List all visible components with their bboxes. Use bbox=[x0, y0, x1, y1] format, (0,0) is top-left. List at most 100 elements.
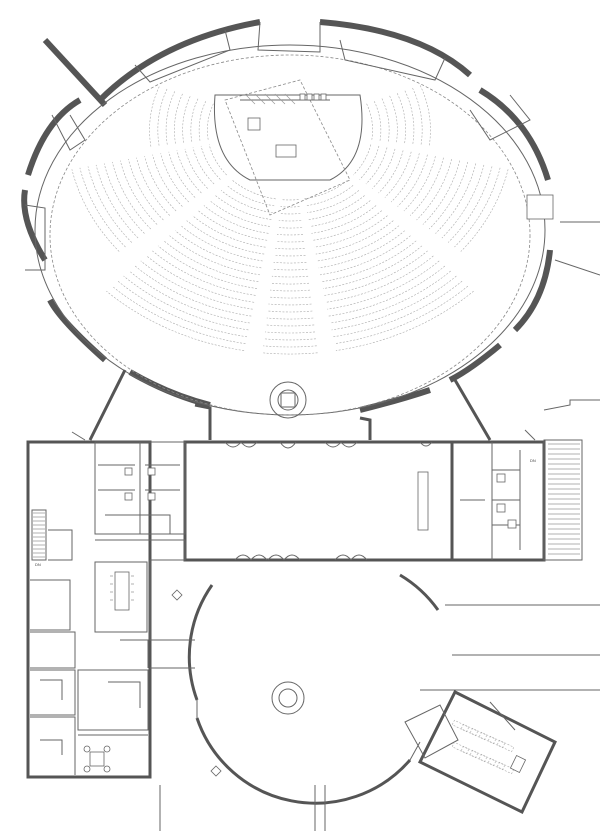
pew-row bbox=[304, 180, 348, 200]
pew-row bbox=[454, 167, 501, 248]
baptismal-font bbox=[269, 381, 307, 419]
pew-row bbox=[365, 147, 388, 185]
pew-row bbox=[327, 260, 440, 310]
pew-row bbox=[335, 290, 474, 351]
chapel-pew bbox=[487, 757, 506, 771]
perimeter-rooms bbox=[24, 21, 554, 271]
left-stair: DN bbox=[31, 509, 47, 567]
pew-row bbox=[265, 324, 315, 327]
pew-row bbox=[268, 303, 312, 306]
pew-row bbox=[270, 282, 310, 285]
pew-row bbox=[186, 220, 265, 255]
pew-row bbox=[174, 93, 184, 144]
pew-row bbox=[180, 225, 263, 262]
pew-row bbox=[305, 185, 354, 207]
pew-row bbox=[190, 98, 199, 142]
pew-row bbox=[372, 148, 396, 189]
pew-row bbox=[317, 225, 400, 262]
pew-row bbox=[318, 230, 405, 269]
pew-row bbox=[308, 195, 365, 220]
pew-row bbox=[112, 161, 152, 230]
pew-row bbox=[378, 150, 404, 194]
pew-row bbox=[277, 227, 303, 229]
pew-row bbox=[144, 156, 177, 212]
chapel-pews bbox=[451, 719, 515, 775]
chapel bbox=[404, 689, 557, 815]
pew-row bbox=[123, 275, 249, 331]
pew-row bbox=[353, 144, 372, 176]
pew-row bbox=[332, 280, 463, 338]
pew-row bbox=[111, 285, 246, 344]
stair-label-right: DN bbox=[530, 458, 536, 463]
pew-row bbox=[149, 85, 161, 147]
pew-row bbox=[397, 154, 428, 207]
pew-row bbox=[152, 250, 256, 296]
pew-row bbox=[117, 280, 248, 338]
pew-row bbox=[390, 153, 420, 203]
pew-row bbox=[320, 235, 411, 276]
pew-row bbox=[366, 103, 373, 140]
pew-row bbox=[264, 331, 316, 334]
sanctuary-outer-wall bbox=[21, 19, 553, 413]
sanctuary bbox=[21, 19, 554, 419]
chapel-pew bbox=[460, 745, 479, 759]
pew-row bbox=[226, 185, 275, 207]
lobby-counter bbox=[417, 471, 429, 531]
pew-row bbox=[428, 161, 468, 230]
pew-row bbox=[272, 268, 308, 271]
pew-row bbox=[163, 240, 259, 282]
pew-row bbox=[412, 87, 423, 146]
right-stair: DN bbox=[530, 439, 583, 561]
pew-row bbox=[220, 190, 273, 213]
pew-row bbox=[307, 190, 360, 213]
pew-row bbox=[312, 210, 382, 241]
pew-row bbox=[200, 145, 221, 180]
pew-row bbox=[157, 245, 258, 289]
pew-row bbox=[389, 95, 398, 143]
pew-row bbox=[140, 260, 253, 310]
pew-row bbox=[209, 200, 270, 227]
chapel-pew bbox=[451, 741, 470, 755]
pew-row bbox=[207, 103, 214, 140]
pew-row bbox=[384, 151, 412, 198]
pew-row bbox=[276, 234, 304, 236]
stair-label-left: DN bbox=[35, 562, 41, 567]
pew-row bbox=[157, 87, 168, 146]
chapel-pew bbox=[487, 735, 506, 749]
pew-row bbox=[331, 275, 457, 331]
conference-table bbox=[114, 571, 130, 611]
connector-walls bbox=[71, 369, 536, 441]
pew-row bbox=[266, 317, 314, 320]
sanctuary-dashed-boundary bbox=[49, 54, 531, 416]
pew-row bbox=[373, 101, 382, 141]
chancel-platform bbox=[213, 79, 363, 216]
pew-row bbox=[310, 200, 371, 227]
pew-row bbox=[198, 210, 268, 241]
pew-row bbox=[192, 215, 266, 248]
pew-row bbox=[103, 163, 145, 234]
pew-row bbox=[182, 95, 191, 143]
left-wing: DN bbox=[26, 440, 186, 779]
pew-row bbox=[409, 157, 444, 216]
pew-row bbox=[274, 255, 306, 257]
pew-row bbox=[128, 159, 164, 221]
pew-row bbox=[160, 153, 190, 203]
pew-row bbox=[106, 290, 245, 351]
pew-row bbox=[270, 289, 310, 292]
pew-row bbox=[267, 310, 313, 313]
pew-row bbox=[359, 145, 380, 180]
pew-row bbox=[232, 180, 276, 200]
pew-row bbox=[273, 262, 307, 264]
pew-row bbox=[165, 90, 176, 145]
pew-row bbox=[416, 159, 452, 221]
pew-row bbox=[184, 148, 208, 189]
pew-row bbox=[146, 255, 255, 303]
pew-row bbox=[322, 245, 423, 289]
pew-row bbox=[129, 270, 250, 324]
pew-row bbox=[95, 164, 139, 239]
conference-room bbox=[94, 561, 148, 633]
pew-row bbox=[168, 151, 196, 198]
pew-row bbox=[324, 250, 428, 296]
pew-row bbox=[276, 241, 304, 243]
pew-row bbox=[315, 220, 394, 255]
